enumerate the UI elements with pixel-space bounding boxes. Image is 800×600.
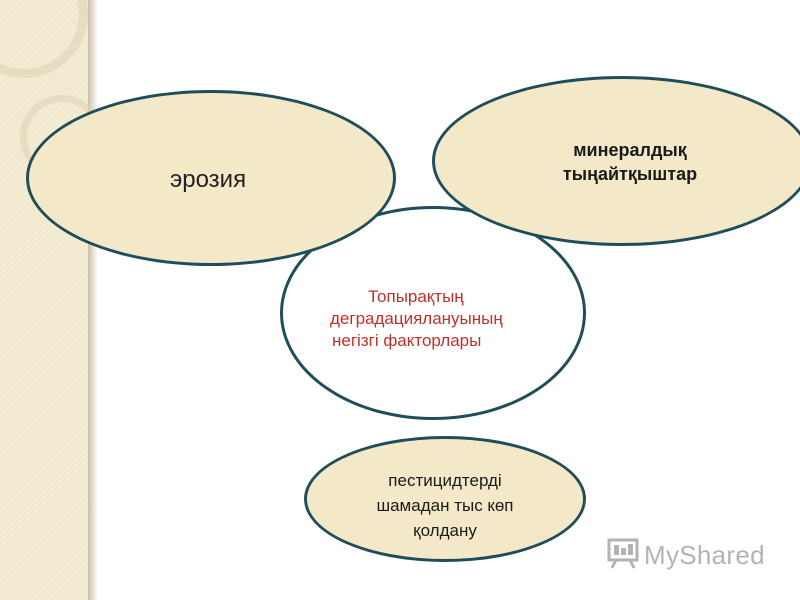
presentation-board-icon: [606, 536, 640, 575]
center-label-line3: негізгі факторлары: [332, 331, 482, 350]
center-label-line2: деградациялануының: [330, 309, 503, 328]
mineral-label-line1: минералдық: [573, 140, 687, 160]
pesticides-ellipse: [304, 436, 586, 562]
center-label: Топырақтың деградациялануының негізгі фа…: [318, 286, 558, 352]
watermark-text: MyShared: [644, 540, 765, 570]
pesticides-label: пестицидтерді шамадан тыс көп қолдану: [350, 468, 540, 543]
pesticides-label-line3: қолдану: [413, 521, 477, 540]
center-label-line1: Топырақтың: [368, 287, 464, 306]
band-shadow-edge: [88, 0, 98, 600]
pesticides-label-line1: пестицидтерді: [388, 471, 502, 490]
erosion-ellipse: [26, 90, 396, 266]
mineral-label-line2: тыңайтқыштар: [562, 164, 698, 184]
myshared-watermark: MyShared: [606, 536, 765, 575]
left-decorative-band: [0, 0, 88, 600]
pesticides-label-line2: шамадан тыс көп: [376, 496, 514, 515]
erosion-label: эрозия: [170, 166, 247, 193]
mineral-fertilizers-label: минералдық тыңайтқыштар: [530, 138, 730, 186]
mineral-fertilizers-ellipse: [432, 76, 800, 246]
